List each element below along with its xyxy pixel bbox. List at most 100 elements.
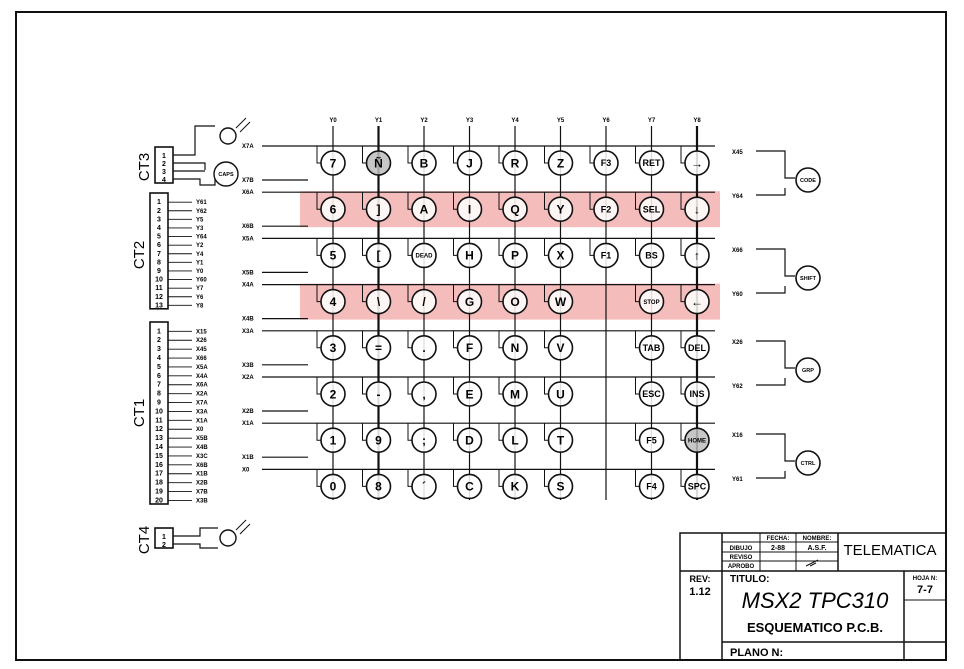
connector-body [154,146,174,184]
key-lead [589,238,594,256]
key-label: DEAD [415,254,433,260]
connector-signal: X6A [196,383,208,389]
key-label: E [465,387,473,401]
key-switch [547,242,574,269]
key-lead [544,238,549,256]
column-label: Y7 [648,118,656,124]
key-lead [407,423,412,441]
key-label: B [420,156,429,170]
modifier-line-label: Y60 [732,292,743,298]
plano-label: PLANO N: [730,647,783,659]
key-lead [635,330,640,349]
key-switch [502,473,528,500]
key-lead [453,377,458,395]
key-lead [407,469,412,487]
column-label: Y2 [420,118,428,124]
key-switch [411,427,437,454]
key-switch [502,288,528,315]
connector-signal: Y1 [196,260,204,266]
key-label: R [511,156,520,170]
key-label: / [422,295,426,309]
key-lead [544,377,549,395]
key-switch [456,473,483,500]
key-lead [635,284,640,303]
connector-pin: 5 [157,234,161,241]
key-switch [411,150,437,176]
connector-signal: Y8 [196,303,204,309]
modifier-wire [756,188,786,196]
key-switch [547,427,574,454]
connector-pin: 1 [157,328,161,335]
key-switch [638,334,665,361]
key-lead [680,146,685,164]
modifier-key-label: CTRL [801,461,816,467]
nombre-value: A.S.F. [807,545,826,552]
key-lead [362,330,367,349]
key-switch [638,196,665,222]
key-label: ] [377,203,381,217]
fecha-value: 2-88 [771,545,785,552]
key-switch [502,334,528,361]
modifier-wire [756,248,795,277]
column-label: Y4 [511,118,519,124]
key-lead [453,423,458,441]
connector-label: CT2 [131,241,148,269]
key-switch [638,288,665,315]
key-label: M [510,387,520,401]
connector-pin: 1 [157,199,161,206]
modifier-key [795,167,821,193]
key-lead [498,192,503,210]
column-label: Y8 [693,118,701,124]
key-label: → [691,156,703,170]
key-label: \ [377,295,381,309]
key-label: RET [643,158,662,168]
key-lead [635,423,640,441]
connector-body [149,192,169,310]
row-label: X4B [242,317,254,323]
connector-pin: 9 [157,400,161,407]
aprobo-label: APROBO [728,564,755,570]
key-label: Ñ [374,155,383,170]
modifier-line-label: X16 [732,433,743,439]
titulo-label: TITULO: [730,574,769,585]
connector-signal: X1A [196,418,208,424]
key-lead [453,238,458,256]
connector-pin: 10 [155,408,163,415]
connector-body [149,321,169,505]
modifier-wire [756,286,786,294]
key-switch [320,427,346,454]
key-lead [680,192,685,210]
led-icon [219,529,237,547]
row-label: X1B [242,455,254,461]
connector-pin: 2 [157,208,161,215]
dibujo-label: DIBUJO [730,546,753,552]
connector-pin: 14 [155,444,163,451]
key-lead [407,238,412,256]
connector-pin: 2 [157,337,161,344]
key-lead [316,423,321,441]
column-label: Y3 [466,118,474,124]
row-label: X5A [242,236,254,242]
connector-signal: Y7 [196,286,204,292]
connector-signal: X66 [196,356,207,362]
connector-signal: X4B [196,445,208,451]
connector-pin: 16 [155,462,163,469]
connector-pin: 4 [157,225,161,232]
key-switch [547,334,574,361]
modifier-key-label: CODE [800,178,816,184]
key-label: TAB [643,343,661,353]
connector-pin: 6 [157,242,161,249]
key-lead [453,330,458,349]
key-switch [411,288,437,315]
key-lead [635,192,640,210]
connector-pin: 15 [155,453,163,460]
modifier-line-label: X66 [732,248,743,254]
key-label: N [511,341,520,355]
connector-pin: 20 [155,497,163,504]
key-switch [365,381,392,407]
key-label: SEL [643,204,661,214]
key-label: 2 [330,387,337,401]
key-switch [411,334,437,361]
rev-label: REV: [689,574,710,584]
